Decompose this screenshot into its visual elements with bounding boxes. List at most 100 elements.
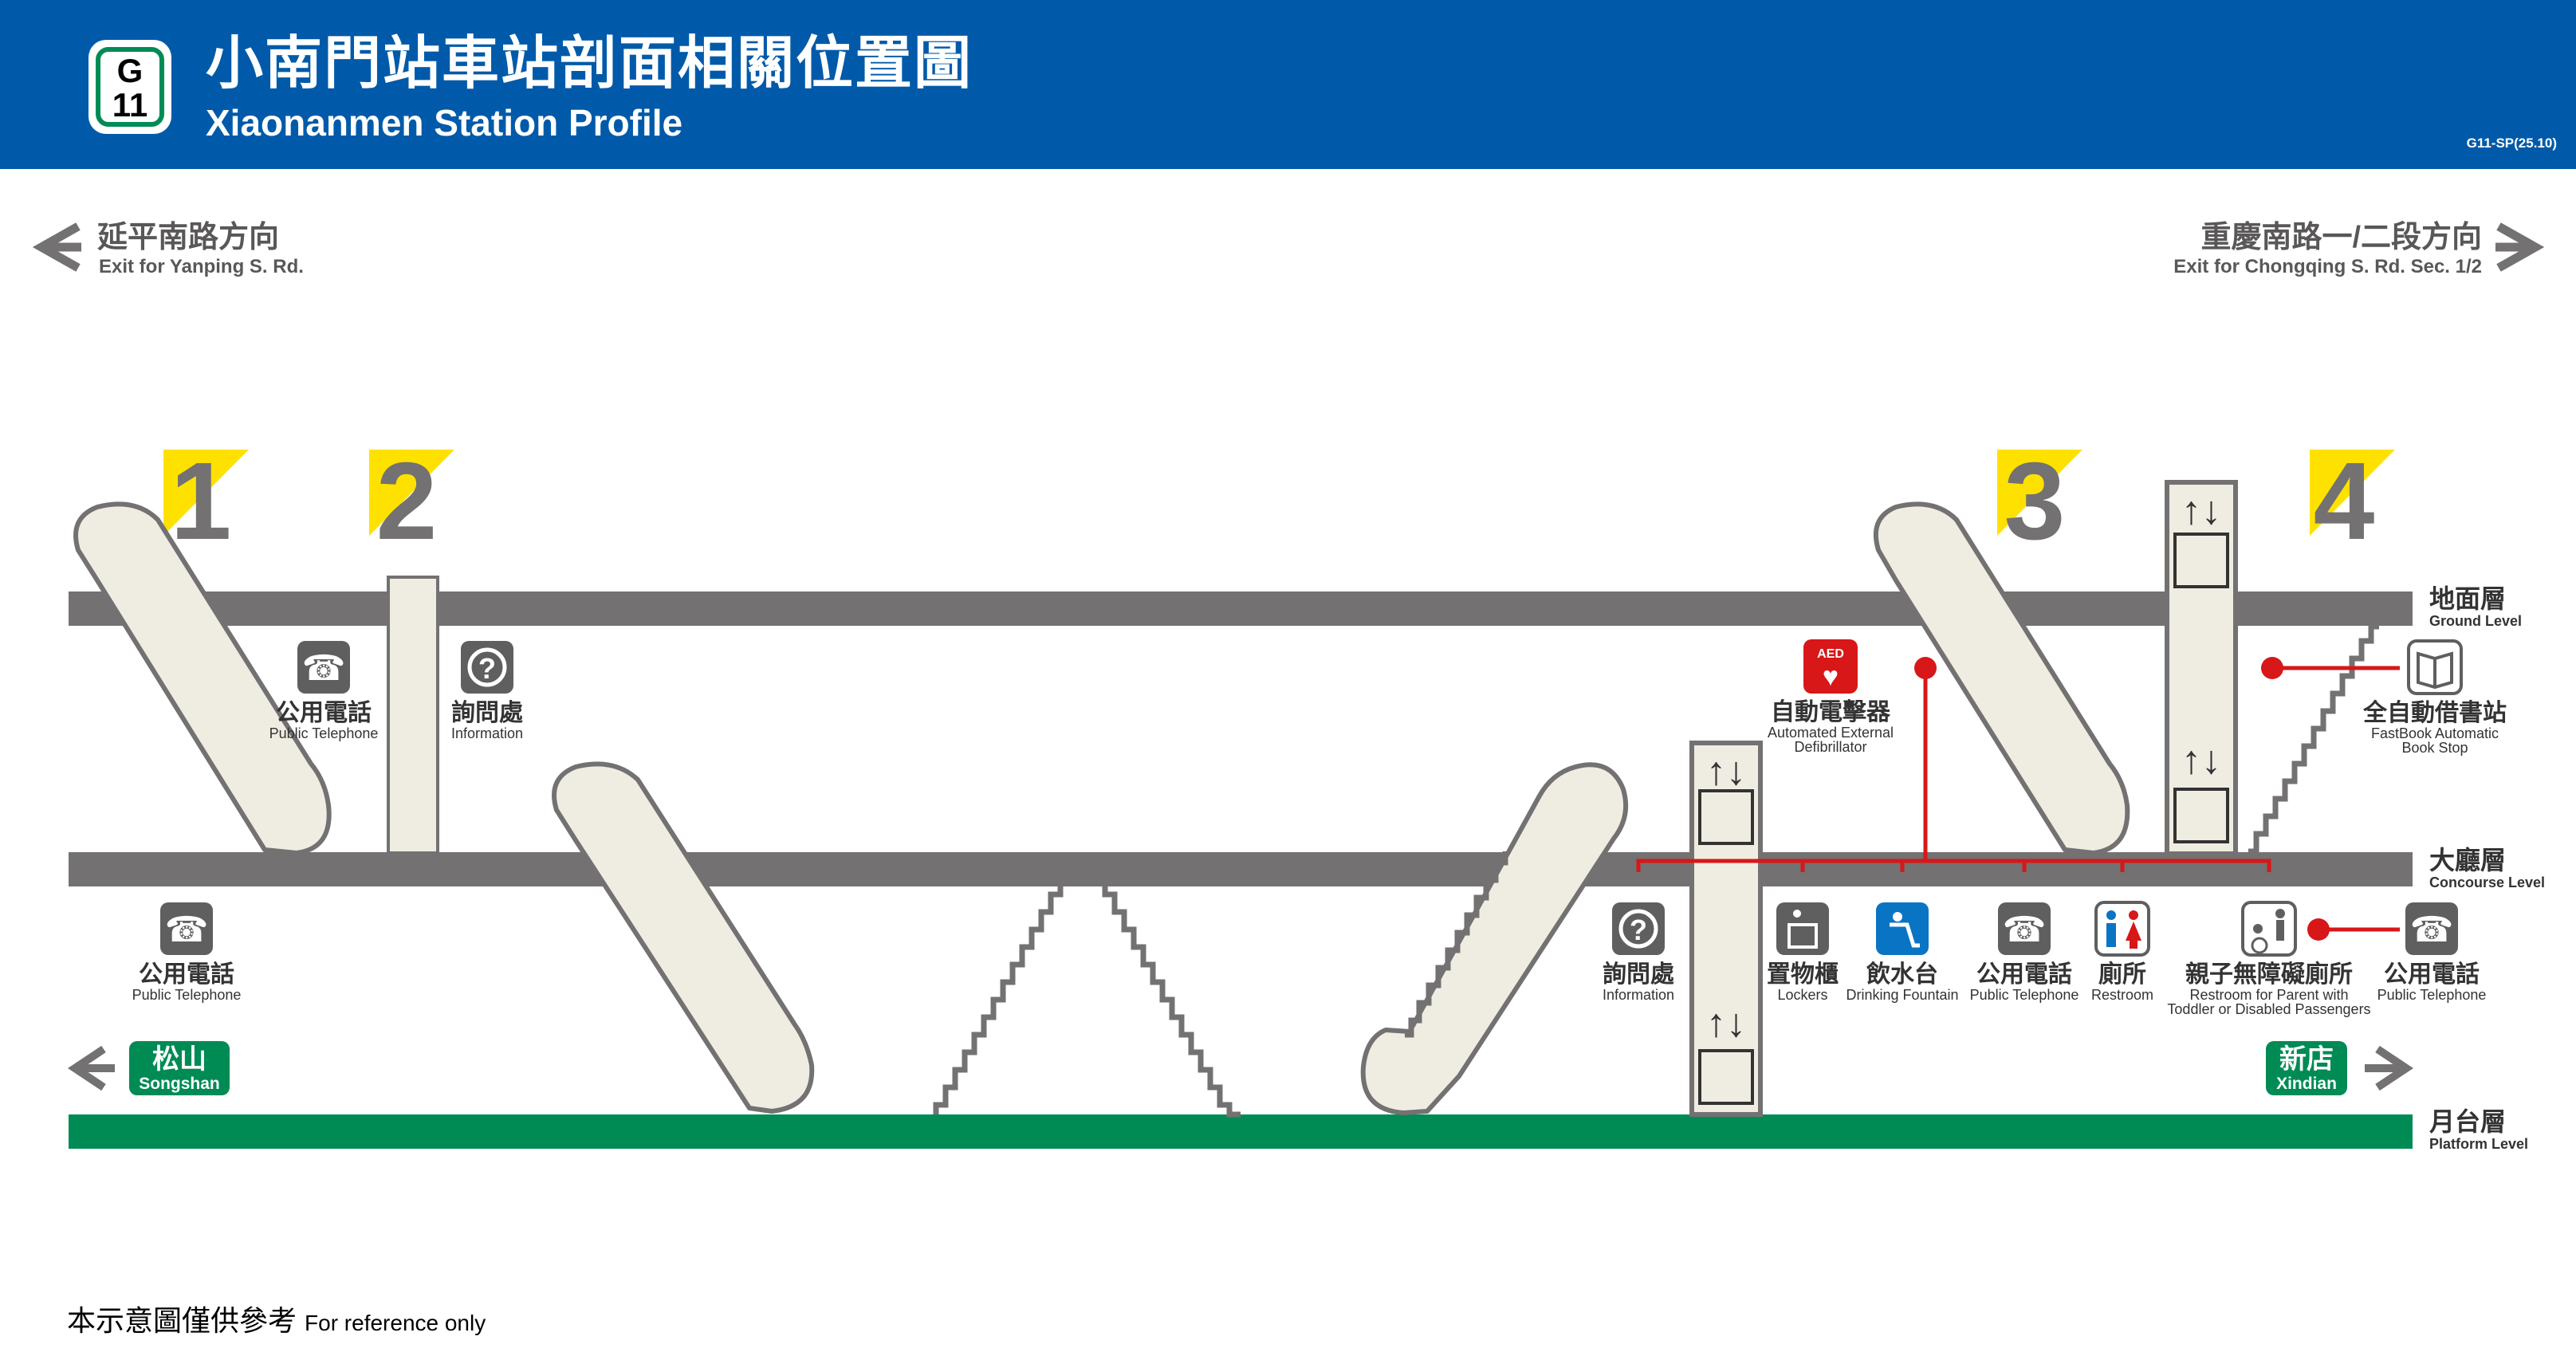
telephone-icon <box>160 902 213 955</box>
platform-level-label-en: Platform Level <box>2429 1136 2528 1152</box>
telephone-label-zh: 公用電話 <box>276 699 372 726</box>
facility-drinking-fountain: 飲水台 Drinking Fountain <box>1846 902 1959 1003</box>
family-restroom-label-en-1: Restroom for Parent with <box>2189 987 2348 1003</box>
facility-public-telephone-2: ☎ 公用電話 Public Telephone <box>132 902 242 1003</box>
concourse-level-label: 大廳層 <box>2429 846 2506 875</box>
concourse-level-label-en: Concourse Level <box>2429 875 2545 890</box>
songshan-label-en: Songshan <box>139 1075 220 1093</box>
information-label-en: Information <box>451 725 523 741</box>
facility-lockers: 置物櫃 Lockers <box>1767 902 1839 1003</box>
aed-label-zh: 自動電擊器 <box>1771 699 1891 725</box>
exit-3-number: 3 <box>2004 440 2066 563</box>
xindian-label-en: Xindian <box>2276 1075 2337 1093</box>
drinking-fountain-icon <box>1876 902 1929 955</box>
fountain-label-en: Drinking Fountain <box>1846 987 1958 1003</box>
wheelchair-icon <box>2173 533 2229 588</box>
arrow-left-icon <box>32 222 81 272</box>
footnote-en: For reference only <box>305 1311 486 1335</box>
family-restroom-label-zh: 親子無障礙廁所 <box>2185 961 2353 988</box>
facility-connectors <box>1636 666 2400 932</box>
telephone-label-en: Public Telephone <box>132 987 242 1003</box>
stairs-exit-4 <box>2248 623 2379 855</box>
elevator-updown-icon: ↑↓ <box>1706 1000 1746 1045</box>
version-code: G11-SP(25.10) <box>2466 136 2557 151</box>
footnote-zh: 本示意圖僅供參考 <box>67 1304 297 1337</box>
facility-family-restroom: 親子無障礙廁所 Restroom for Parent with Toddler… <box>2167 901 2371 1017</box>
direction-left-zh: 延平南路方向 <box>97 221 279 254</box>
facility-fastbook: 全自動借書站 FastBook Automatic Book Stop <box>2362 639 2507 756</box>
question-glyph: ? <box>478 652 496 685</box>
station-line-code: G <box>116 52 144 89</box>
exit-4-number: 4 <box>2314 440 2375 563</box>
information-label-zh: 詢問處 <box>1603 961 1674 988</box>
direction-right-en: Exit for Chongqing S. Rd. Sec. 1/2 <box>2173 256 2482 277</box>
question-glyph: ? <box>1630 914 1647 946</box>
exit-1-number: 1 <box>171 440 232 563</box>
telephone-label-zh: 公用電話 <box>2384 961 2480 988</box>
facility-public-telephone-4: ☎ 公用電話 Public Telephone <box>2377 902 2487 1003</box>
direction-left-en: Exit for Yanping S. Rd. <box>99 256 304 277</box>
facility-aed: AED ♥ 自動電擊器 Automated External Defibrill… <box>1768 639 1894 755</box>
telephone-glyph: ☎ <box>2003 910 2047 949</box>
wheelchair-icon <box>2173 788 2229 843</box>
stairs-exit-2 <box>387 576 439 855</box>
direction-right-zh: 重慶南路一/二段方向 <box>2200 221 2482 254</box>
facility-information-2: ? 詢問處 Information <box>1603 902 1674 1003</box>
facility-public-telephone-1: ☎ 公用電話 Public Telephone <box>269 641 379 741</box>
lockers-label-zh: 置物櫃 <box>1767 961 1839 988</box>
exit-3-badge: 3 <box>1997 440 2082 563</box>
telephone-label-zh: 公用電話 <box>139 961 234 988</box>
connector-dot <box>1914 657 1937 679</box>
telephone-label-en: Public Telephone <box>269 725 379 741</box>
ground-level-label: 地面層 <box>2429 584 2506 613</box>
direction-right: 重慶南路一/二段方向 Exit for Chongqing S. Rd. Sec… <box>2173 221 2545 277</box>
concourse-level-slab <box>69 852 2413 886</box>
aed-icon <box>1803 639 1858 694</box>
wheelchair-icon <box>1698 789 1754 845</box>
telephone-glyph: ☎ <box>165 910 209 949</box>
escalator-exit-3 <box>1873 501 2130 855</box>
restroom-label-zh: 廁所 <box>2098 961 2146 988</box>
exit-2-number: 2 <box>376 440 438 563</box>
songshan-label-zh: 松山 <box>152 1044 206 1075</box>
xindian-label-zh: 新店 <box>2279 1044 2334 1075</box>
stairs-to-platform <box>933 851 1508 1118</box>
connector-dot <box>2261 657 2283 679</box>
telephone-label-en: Public Telephone <box>2377 987 2487 1003</box>
footnote: 本示意圖僅供參考 For reference only <box>67 1298 486 1339</box>
restroom-label-en: Restroom <box>2091 987 2153 1003</box>
aed-label-en-1: Automated External <box>1768 725 1894 741</box>
escalator-concourse-east <box>1360 762 1629 1115</box>
platform-level-label: 月台層 <box>2429 1107 2506 1136</box>
arrow-left-icon <box>67 1045 115 1091</box>
telephone-label-en: Public Telephone <box>1970 987 2079 1003</box>
arrow-right-icon <box>2495 222 2545 272</box>
information-label-zh: 詢問處 <box>451 699 523 726</box>
station-code-frame: G 11 <box>96 47 164 127</box>
fountain-label-zh: 飲水台 <box>1866 961 1938 988</box>
arrow-right-icon <box>2365 1045 2414 1091</box>
page-subtitle: Xiaonanmen Station Profile <box>206 102 683 143</box>
elevator-concourse: ↑↓ ↑↓ <box>1689 741 1763 1117</box>
elevator-exit-4: ↑↓ ↑↓ <box>2165 480 2238 856</box>
family-restroom-label-en-2: Toddler or Disabled Passengers <box>2167 1001 2370 1017</box>
telephone-icon <box>2405 902 2458 955</box>
fastbook-label-en-2: Book Stop <box>2401 740 2468 756</box>
escalator-concourse-west <box>552 761 815 1114</box>
ground-level-label-en: Ground Level <box>2429 613 2522 629</box>
information-label-en: Information <box>1603 987 1674 1003</box>
telephone-label-zh: 公用電話 <box>1976 961 2072 988</box>
exit-4-badge: 4 <box>2310 440 2395 563</box>
telephone-icon <box>297 641 350 694</box>
station-number: 11 <box>112 86 148 124</box>
family-restroom-icon <box>2241 901 2297 957</box>
station-code-badge: G 11 <box>88 40 171 134</box>
wheelchair-icon <box>1698 1049 1754 1105</box>
escalator-exit-1 <box>73 501 332 855</box>
telephone-icon <box>1998 902 2051 955</box>
heart-glyph: ♥ <box>1823 662 1839 692</box>
aed-badge-text: AED <box>1817 647 1844 661</box>
elevator-updown-icon: ↑↓ <box>1706 749 1746 793</box>
lockers-label-en: Lockers <box>1777 987 1827 1003</box>
